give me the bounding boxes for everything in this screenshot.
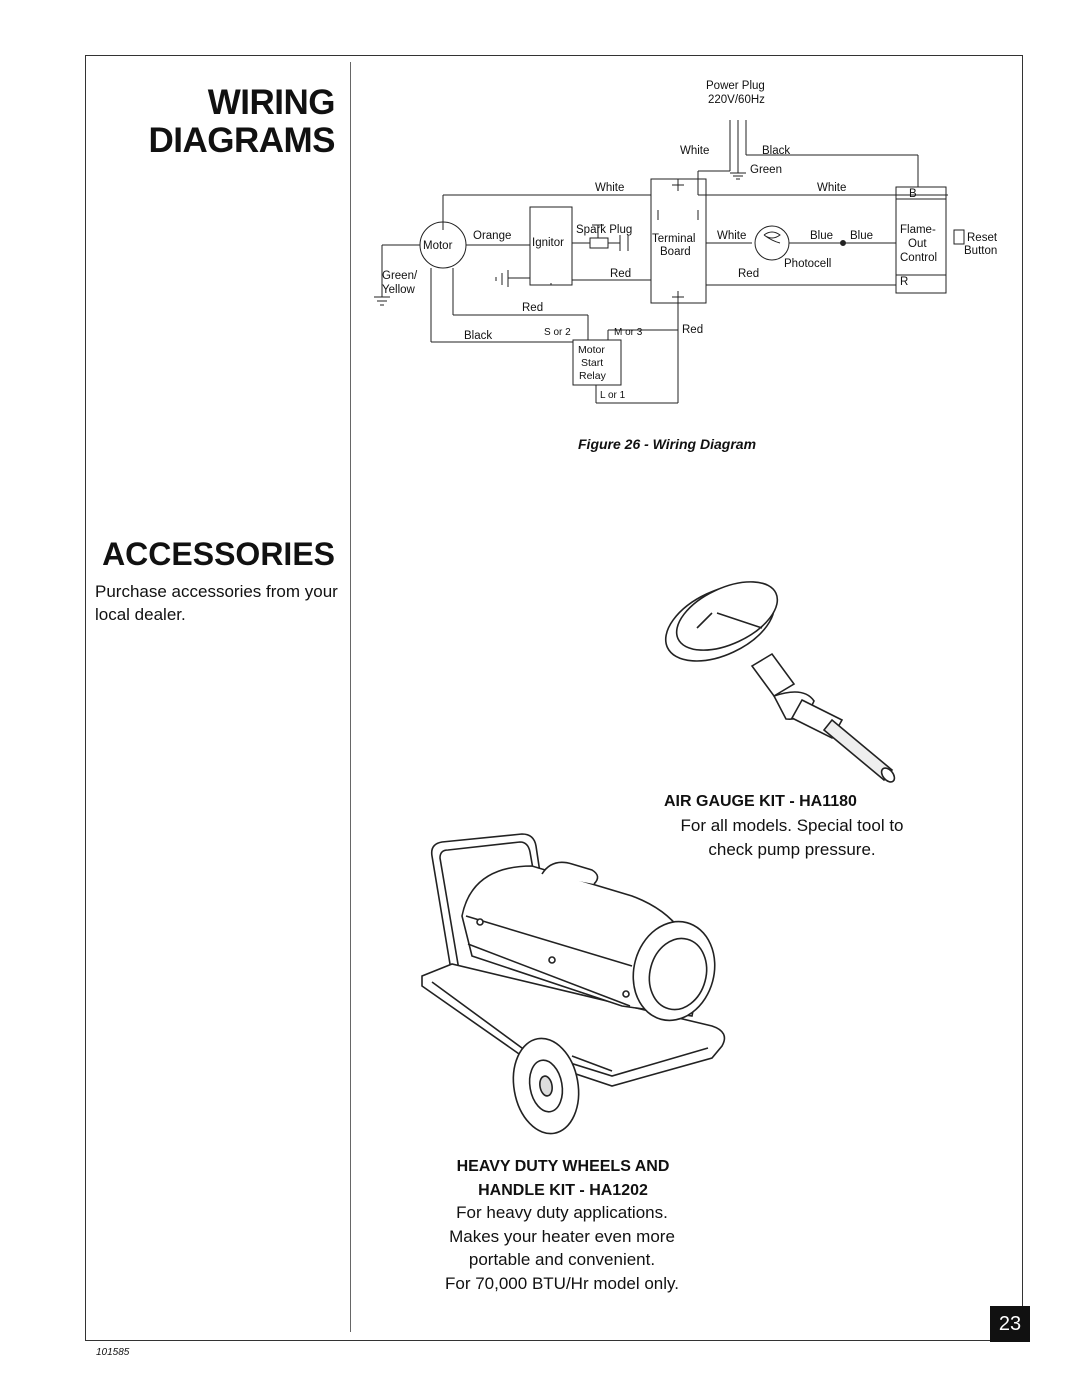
label-red-right: Red [682, 324, 703, 336]
label-blue-1: Blue [810, 230, 833, 242]
label-flame-out-1: Flame- [900, 224, 936, 236]
label-motor: Motor [423, 240, 453, 252]
label-white-left: White [595, 182, 624, 194]
label-spark-plug: Spark Plug [576, 224, 632, 236]
accessories-description: Purchase accessories from your local dea… [95, 582, 338, 624]
label-photocell: Photocell [784, 258, 831, 270]
label-voltage: 220V/60Hz [708, 94, 765, 106]
label-relay-3: Relay [579, 370, 607, 382]
wheels-title-line-1: HEAVY DUTY WHEELS AND [456, 1158, 670, 1175]
page-number: 23 [990, 1306, 1030, 1342]
label-flame-out-2: Out [908, 238, 927, 250]
title-line-2: DIAGRAMS [148, 121, 335, 160]
label-reset-1: Reset [967, 232, 998, 244]
label-green-top: Green [750, 164, 782, 176]
label-white-top: White [680, 145, 709, 157]
document-number: 101585 [96, 1347, 130, 1358]
label-s-or-2: S or 2 [544, 327, 571, 338]
label-reset-2: Button [964, 245, 997, 257]
label-r: R [900, 276, 908, 288]
air-gauge-desc-line-2: check pump pressure. [708, 840, 876, 859]
label-red-photocell: Red [738, 268, 759, 280]
air-gauge-kit-title: AIR GAUGE KIT - HA1180 [664, 793, 857, 810]
wheels-desc-line-3: portable and convenient. [468, 1250, 656, 1269]
label-flame-out-3: Control [900, 252, 937, 264]
wheels-desc-line-4: For 70,000 BTU/Hr model only. [445, 1273, 679, 1293]
heater-wheels-illustration [421, 833, 726, 1135]
label-black-low: Black [464, 330, 492, 342]
label-relay-2: Start [581, 357, 603, 369]
air-gauge-illustration [664, 581, 896, 783]
wheels-title-line-2: HANDLE KIT - HA1202 [478, 1182, 648, 1199]
label-ignitor: Ignitor [532, 237, 564, 249]
label-black-top: Black [762, 145, 790, 157]
column-divider [350, 62, 351, 1332]
label-relay-1: Motor [578, 344, 605, 356]
label-power-plug: Power Plug [706, 80, 765, 92]
label-green-yellow-1: Green/ [382, 270, 418, 282]
label-m-or-3: M or 3 [614, 327, 643, 338]
label-blue-2: Blue [850, 230, 873, 242]
air-gauge-kit-description: For all models. Special tool to check pu… [646, 814, 938, 862]
wheels-desc-line-2: Makes your heater even more [449, 1226, 675, 1246]
wheels-kit-description: For heavy duty applications. Makes your … [404, 1201, 720, 1295]
label-b: B [909, 188, 917, 200]
accessories-heading: ACCESSORIES [102, 536, 335, 572]
label-red-low: Red [522, 302, 543, 314]
wiring-diagram: Power Plug 220V/60Hz White Black Green W… [374, 80, 998, 404]
page-frame [85, 55, 1023, 1341]
label-white-mid: White [717, 230, 746, 242]
label-l-or-1: L or 1 [600, 390, 626, 401]
wheels-desc-line-1: For heavy duty applications. [456, 1203, 668, 1222]
label-red-ignitor: Red [610, 268, 631, 280]
label-board: Board [660, 246, 691, 258]
label-white-right: White [817, 182, 846, 194]
wiring-labels: Power Plug 220V/60Hz White Black Green W… [382, 80, 998, 401]
title-line-1: WIRING [207, 83, 336, 122]
label-terminal: Terminal [652, 233, 695, 245]
label-orange: Orange [473, 230, 511, 242]
air-gauge-desc-line-1: For all models. Special tool to [680, 816, 904, 835]
figure-caption: Figure 26 - Wiring Diagram [578, 436, 757, 452]
label-green-yellow-2: Yellow [382, 284, 416, 296]
page-title: WIRING DIAGRAMS [148, 84, 335, 160]
wheels-kit-title: HEAVY DUTY WHEELS AND HANDLE KIT - HA120… [418, 1155, 708, 1203]
